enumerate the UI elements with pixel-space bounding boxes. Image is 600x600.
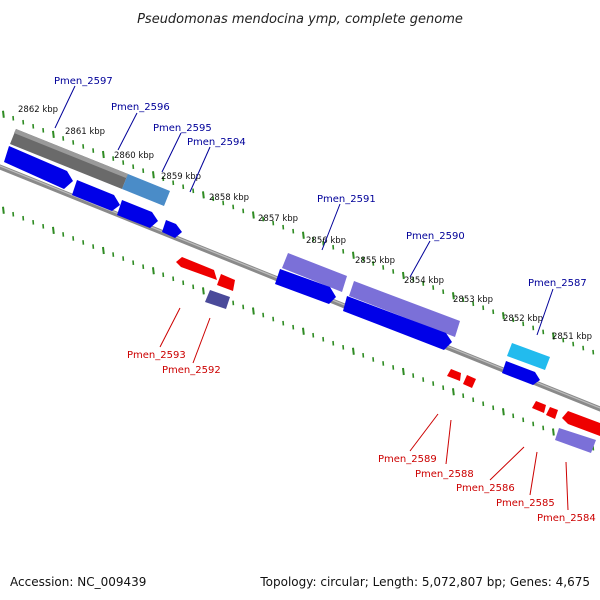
scale-label-2862: 2862 kbp [18,105,58,115]
tick-mark [2,110,5,118]
gene-label-pmen-2591[interactable]: Pmen_2591 [317,194,376,205]
cds-feature-steel[interactable] [122,174,170,206]
scale-label-2861: 2861 kbp [65,127,105,137]
gene-label-pmen-2589[interactable]: Pmen_2589 [378,454,437,465]
tick-mark [102,246,105,255]
tick-mark [452,292,455,300]
tick-mark [202,287,205,295]
tick-mark [2,206,5,214]
scale-label-2854: 2854 kbp [404,276,444,286]
gene-arrow-reverse-2588[interactable] [463,375,476,388]
scale-label-2855: 2855 kbp [355,256,395,266]
leader-line-2588 [445,419,452,465]
scale-label-2859: 2859 kbp [161,172,201,182]
gene-label-pmen-2587[interactable]: Pmen_2587 [528,278,587,289]
scale-label-2853: 2853 kbp [453,295,493,305]
tick-mark [552,428,555,436]
gene-arrow-forward-2595[interactable] [117,200,158,228]
gene-label-pmen-2588[interactable]: Pmen_2588 [415,469,474,480]
gene-label-pmen-2592[interactable]: Pmen_2592 [162,365,221,376]
gene-arrow-reverse-2589[interactable] [447,369,461,381]
leader-line-2585 [529,451,538,496]
gene-arrow-reverse-2585[interactable] [546,407,558,419]
tick-mark [352,347,355,355]
tick-mark [402,367,405,376]
leader-line-2597 [54,85,76,129]
gene-arrow-reverse-2586[interactable] [532,401,546,413]
scale-label-2858: 2858 kbp [209,193,249,203]
leader-line-2592 [192,317,211,364]
scale-label-2852: 2852 kbp [503,314,543,324]
tick-mark [552,332,555,340]
leader-line-2589 [409,413,439,452]
tick-mark [152,171,155,179]
tick-mark [102,150,105,159]
genome-summary-text: Topology: circular; Length: 5,072,807 bp… [259,575,590,589]
gene-label-pmen-2594[interactable]: Pmen_2594 [187,137,246,148]
cds-feature-gray-top [14,129,128,178]
gene-label-pmen-2586[interactable]: Pmen_2586 [456,483,515,494]
tick-mark [252,211,255,219]
gene-label-pmen-2590[interactable]: Pmen_2590 [406,231,465,242]
gene-label-pmen-2585[interactable]: Pmen_2585 [496,498,555,509]
tick-mark [152,267,155,275]
leader-line-2596 [117,112,138,151]
tick-mark [302,231,305,239]
tick-mark [502,312,505,320]
tick-mark [502,408,505,416]
leader-line-2587 [536,288,554,336]
map-title: Pseudomonas mendocina ymp, complete geno… [137,12,463,27]
tick-mark [452,388,455,396]
scale-label-2860: 2860 kbp [114,151,154,161]
leader-line-2584 [565,461,569,511]
leader-line-2594 [189,146,211,193]
gene-arrow-reverse-2593[interactable] [176,257,217,280]
cds-feature-purple-2590[interactable] [349,281,460,337]
scale-label-2851: 2851 kbp [552,332,592,342]
gene-label-pmen-2597[interactable]: Pmen_2597 [54,76,113,87]
gene-label-pmen-2584[interactable]: Pmen_2584 [537,513,596,524]
gene-arrow-forward-2597[interactable] [4,146,73,189]
leader-line-2590 [409,240,431,278]
tick-mark [302,327,305,335]
cds-feature-dark-purple-2592[interactable] [205,290,230,309]
gene-arrow-reverse-2584[interactable] [562,411,600,436]
tick-mark [352,251,355,259]
tick-mark [402,271,405,280]
scale-label-2857: 2857 kbp [258,214,298,224]
gene-arrow-forward-2587[interactable] [502,361,540,385]
gene-arrow-forward-2590[interactable] [343,296,452,350]
leader-line-2593 [159,307,181,348]
tick-mark [252,307,255,315]
accession-text: Accession: NC_009439 [10,575,146,589]
gene-arrow-reverse-2592[interactable] [217,274,235,291]
leader-line-2586 [489,446,525,481]
leader-line-2591 [321,203,341,251]
gene-arrow-forward-2594[interactable] [162,220,182,238]
tick-mark [52,226,55,235]
cds-feature-purple-2584[interactable] [555,428,596,453]
leader-line-2595 [161,132,182,173]
cds-feature-purple-2591[interactable] [282,253,347,292]
gene-label-pmen-2593[interactable]: Pmen_2593 [127,350,186,361]
cds-feature-cyan-2587[interactable] [507,343,550,370]
gene-arrow-forward-2596[interactable] [72,180,120,211]
tick-mark [202,191,205,199]
cds-feature-gray[interactable] [10,129,128,189]
tick-mark [52,130,55,139]
gene-label-pmen-2595[interactable]: Pmen_2595 [153,123,212,134]
gene-arrow-forward-2591[interactable] [275,269,336,304]
gene-label-pmen-2596[interactable]: Pmen_2596 [111,102,170,113]
